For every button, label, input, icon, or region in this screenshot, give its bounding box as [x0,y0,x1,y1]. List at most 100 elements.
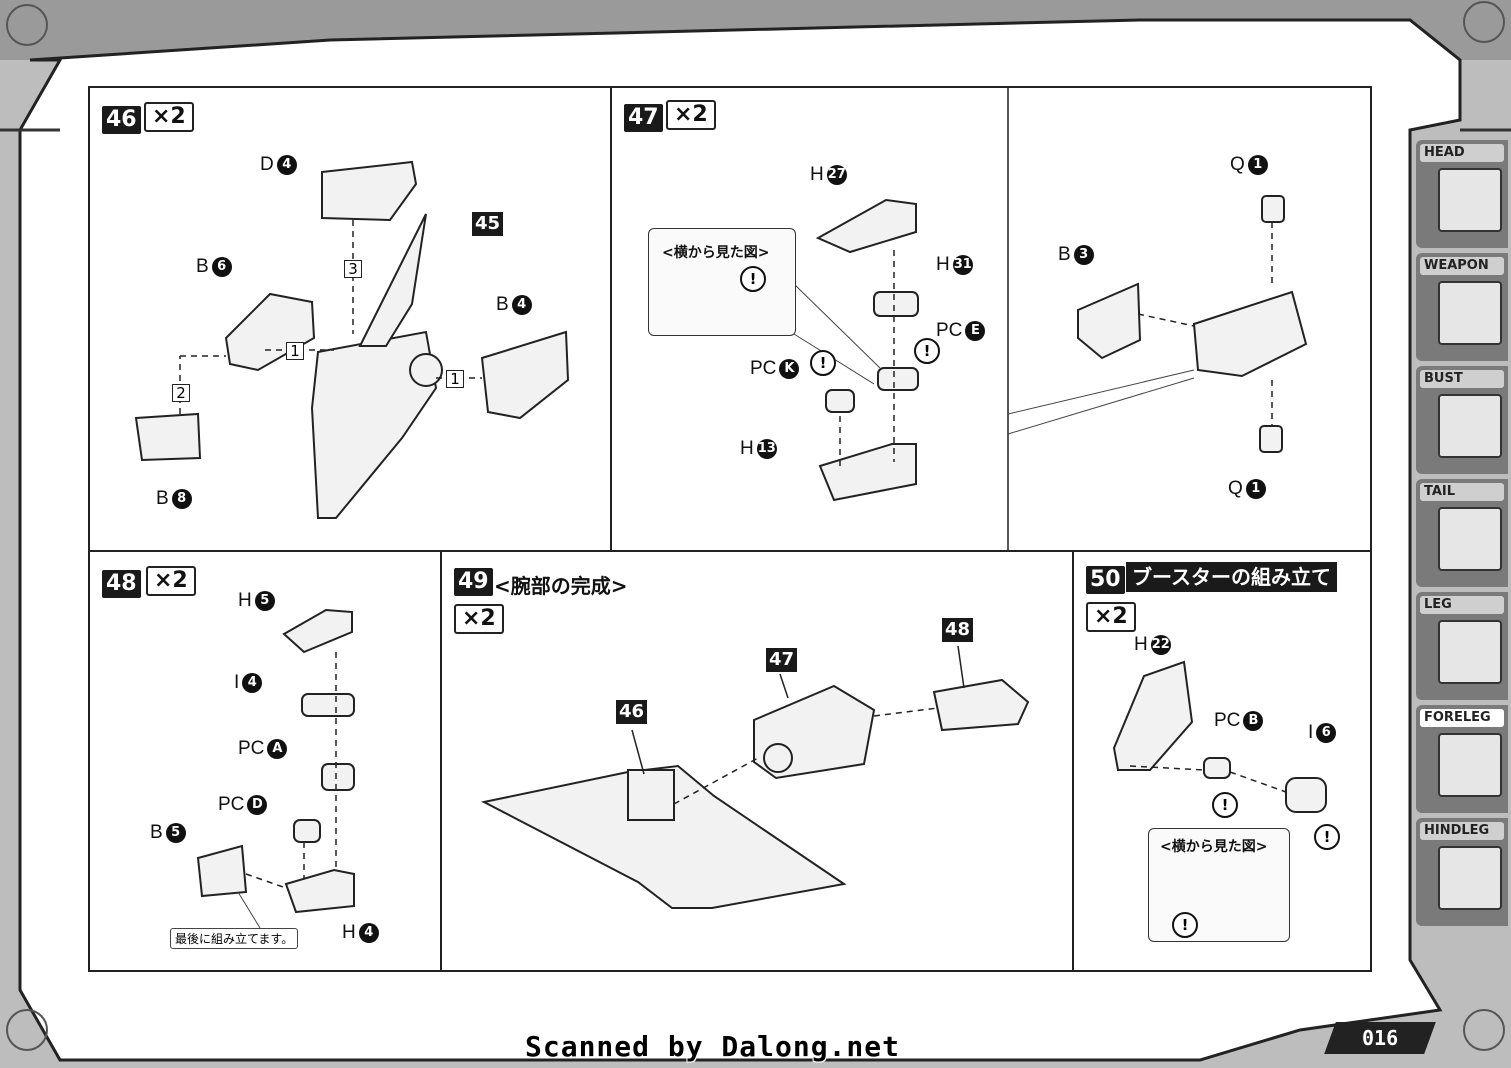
tab-label: FORELEG [1420,709,1504,727]
corner-bolt-icon [1463,1009,1505,1051]
step-number: 46 [102,106,141,134]
subassembly-callout: 46 [616,700,648,724]
bust-icon [1438,394,1502,458]
subassembly-callout: 47 [766,648,798,672]
part-h5-shape [282,608,353,654]
warning-icon: ! [740,266,766,292]
foreleg-icon [1438,733,1502,797]
tab-hindleg[interactable]: HINDLEG [1416,818,1508,926]
part-q1a-shape [1261,195,1285,223]
part-48-assembly-shape [932,678,1030,732]
step-title: <腕部の完成> [494,574,628,598]
step-number: 49 [454,568,493,596]
scan-watermark: Scanned by Dalong.net [525,1030,901,1063]
multiplier-badge: ×2 [454,604,504,634]
subassembly-callout: 48 [942,618,974,642]
part-b4-shape [480,330,570,420]
step-number: 50 [1086,566,1125,594]
head-icon [1438,168,1502,232]
tab-leg[interactable]: LEG [1416,592,1508,700]
part-pcd-shape [293,819,321,843]
step-47-drawing [683,88,1308,550]
assembly-order-marker: 2 [172,384,190,402]
part-47-joint-shape [763,743,793,773]
tab-tail[interactable]: TAIL [1416,479,1508,587]
tab-label: WEAPON [1420,257,1504,275]
warning-icon: ! [914,338,940,364]
part-b8-shape [134,412,202,462]
step-49-drawing [481,645,1030,909]
page-number: 016 [1324,1022,1436,1054]
tail-icon [1438,507,1502,571]
inset-title: <横から見た図> [662,245,770,261]
side-view-inset [648,228,796,336]
corner-bolt-icon [6,1009,48,1051]
part-45-blade-shape [358,213,427,347]
tab-label: HINDLEG [1420,822,1504,840]
hindleg-icon [1438,846,1502,910]
part-pcb-shape [1203,757,1231,779]
tab-label: BUST [1420,370,1504,388]
multiplier-badge: ×2 [666,100,716,130]
part-h4-shape [284,868,355,914]
multiplier-badge: ×2 [1086,602,1136,632]
inset-title: <横から見た図> [1160,839,1268,855]
corner-bolt-icon [6,4,48,46]
part-45-body-shape [310,330,438,519]
warning-icon: ! [1212,792,1238,818]
weapon-icon [1438,281,1502,345]
part-b6-shape [224,292,316,372]
part-d4-shape [321,160,418,222]
part-pca-shape [321,763,355,791]
part-i6-shape [1285,777,1327,813]
part-46-top-shape [627,769,675,821]
tab-weapon[interactable]: WEAPON [1416,253,1508,361]
tab-label: TAIL [1420,483,1504,501]
assembly-order-marker: 1 [286,342,304,360]
part-h22-shape [1112,660,1194,771]
part-i4-shape [301,693,355,717]
assembly-note: 最後に組み立てます。 [170,928,299,949]
part-body-shape [1192,290,1308,378]
step-number: 48 [102,570,141,598]
tab-label: LEG [1420,596,1504,614]
corner-bolt-icon [1463,1,1505,43]
part-joint-shape [409,353,443,387]
warning-icon: ! [1314,824,1340,850]
step-46-drawing [134,160,570,519]
tab-foreleg[interactable]: FORELEG [1416,705,1508,813]
subassembly-callout: 45 [472,212,504,236]
part-pck-shape [825,389,855,413]
step-48-drawing [196,608,355,929]
assembly-order-marker: 3 [344,260,362,278]
warning-icon: ! [1172,912,1198,938]
tab-bust[interactable]: BUST [1416,366,1508,474]
tab-head[interactable]: HEAD [1416,140,1508,248]
part-h27-shape [815,198,917,254]
part-b5-shape [196,844,248,898]
side-view-inset [1148,828,1290,942]
